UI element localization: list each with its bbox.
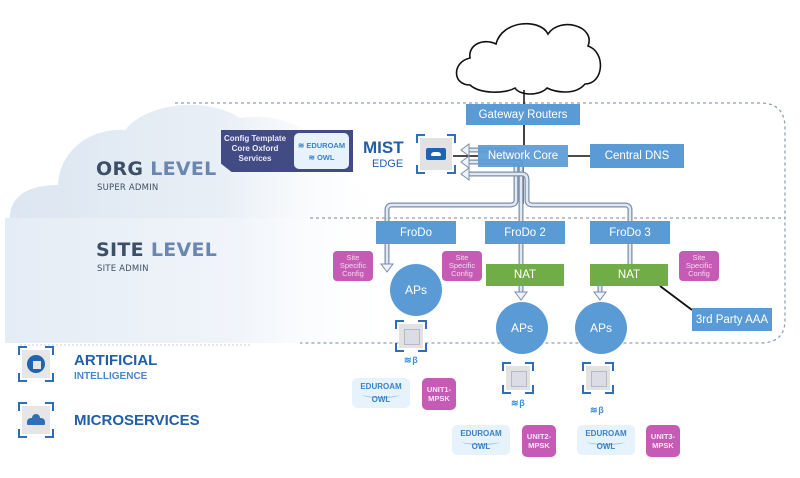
site-level-title: SITE LEVEL [96, 239, 217, 261]
nat-2-box[interactable]: NAT [486, 264, 564, 286]
internet-cloud-icon [455, 22, 602, 95]
wifi-wave-icon [362, 391, 400, 398]
wifi-bluetooth-icon: ≋ β [590, 405, 604, 415]
config-service-eduroam-label: EDUROAM [306, 141, 346, 150]
ssid-owl: OWL [596, 442, 616, 451]
microservices-legend-icon [18, 402, 54, 438]
wifi-wave-icon [462, 438, 500, 445]
site-level-title-dark: SITE [96, 239, 144, 261]
unit-mpsk-tag-3[interactable]: UNIT3-MPSK [646, 425, 680, 457]
ssid-eduroam: EDUROAM [460, 429, 502, 438]
site-config-line: Site [346, 253, 360, 262]
config-template-line-1: Config Template [223, 134, 287, 143]
ssid-pill-site-3[interactable]: EDUROAM OWL [577, 425, 635, 455]
ssid-owl: OWL [371, 395, 391, 404]
org-level-title: ORG LEVEL [96, 158, 217, 180]
aps-site-2[interactable]: APs [496, 302, 548, 354]
mist-edge-device[interactable] [416, 134, 456, 174]
ssid-pill-site-1[interactable]: EDUROAM OWL [352, 378, 410, 408]
mist-edge-subtitle: EDGE [372, 158, 404, 170]
access-point-device-1[interactable] [395, 320, 427, 352]
frodo-3-box[interactable]: FroDo 3 [590, 221, 670, 244]
ai-legend-subtitle: INTELLIGENCE [74, 371, 148, 382]
org-level-title-light: LEVEL [143, 158, 217, 180]
org-level-subtitle: SUPER ADMIN [97, 183, 159, 193]
container-cloud-icon [27, 418, 45, 425]
wifi-wave-icon [587, 438, 625, 445]
frodo-1-box[interactable]: FroDo [376, 221, 456, 244]
ssid-pill-site-2[interactable]: EDUROAM OWL [452, 425, 510, 455]
network-core-box[interactable]: Network Core [478, 145, 568, 167]
frame-corner [416, 165, 425, 174]
ap-device-face [404, 329, 420, 345]
frodo-2-box[interactable]: FroDo 2 [485, 221, 565, 244]
gateway-routers-box[interactable]: Gateway Routers [466, 104, 580, 125]
aps-site-3[interactable]: APs [575, 302, 627, 354]
ai-legend-title: ARTIFICIAL [74, 352, 158, 369]
access-point-device-2[interactable] [502, 362, 534, 394]
ap-device-face [511, 371, 527, 387]
site-config-line: Specific [448, 261, 476, 270]
ssid-owl: OWL [471, 442, 491, 451]
org-boundary [175, 102, 786, 344]
central-dns-box[interactable]: Central DNS [590, 144, 684, 168]
site-level-subtitle: SITE ADMIN [97, 264, 149, 274]
config-template-line-3: Services [238, 154, 272, 163]
site-config-line: Config [688, 269, 710, 278]
wifi-bluetooth-icon: ≋ β [511, 398, 525, 408]
ssid-eduroam: EDUROAM [360, 382, 402, 391]
aps-site-1[interactable]: APs [390, 264, 442, 316]
site-config-line: Config [451, 269, 473, 278]
ai-legend-icon [18, 346, 54, 382]
brain-chip-icon [27, 355, 45, 373]
ap-device-face [591, 371, 607, 387]
mist-edge-title: MIST [363, 138, 404, 157]
site-config-line: Specific [685, 261, 713, 270]
nat-aaa-link [659, 285, 693, 311]
frame-corner [416, 134, 425, 143]
wifi-bluetooth-icon: ≋ β [404, 355, 418, 365]
wifi-icon: ≋ [308, 153, 317, 162]
third-party-aaa-box[interactable]: 3rd Party AAA [692, 308, 772, 331]
config-service-owl: ≋ OWL [294, 153, 349, 162]
access-point-device-3[interactable] [582, 362, 614, 394]
nat-3-box[interactable]: NAT [590, 264, 668, 286]
site-level-title-light: LEVEL [143, 239, 218, 261]
site-config-line: Specific [339, 261, 367, 270]
unit-mpsk-tag-1[interactable]: UNIT1-MPSK [422, 378, 456, 410]
microservices-legend-title: MICROSERVICES [74, 412, 200, 429]
config-service-eduroam: ≋ EDUROAM [294, 141, 349, 150]
ssid-eduroam: EDUROAM [585, 429, 627, 438]
config-template-label: Config Template Core Oxford Services [223, 134, 287, 164]
site-config-line: Config [342, 269, 364, 278]
config-template-services: ≋ EDUROAM ≋ OWL [294, 133, 349, 169]
site-config-line: Site [692, 253, 706, 262]
org-level-title-dark: ORG [96, 158, 144, 180]
frame-corner [447, 134, 456, 143]
frame-corner [447, 165, 456, 174]
config-template-line-2: Core Oxford [231, 144, 279, 153]
tunnel-arrowheads [380, 143, 607, 301]
site-config-line: Site [455, 253, 469, 262]
unit-mpsk-tag-2[interactable]: UNIT2-MPSK [522, 425, 556, 457]
config-service-owl-label: OWL [316, 153, 335, 162]
wifi-icon: ≋ [297, 141, 307, 150]
cloud-icon [426, 148, 446, 160]
